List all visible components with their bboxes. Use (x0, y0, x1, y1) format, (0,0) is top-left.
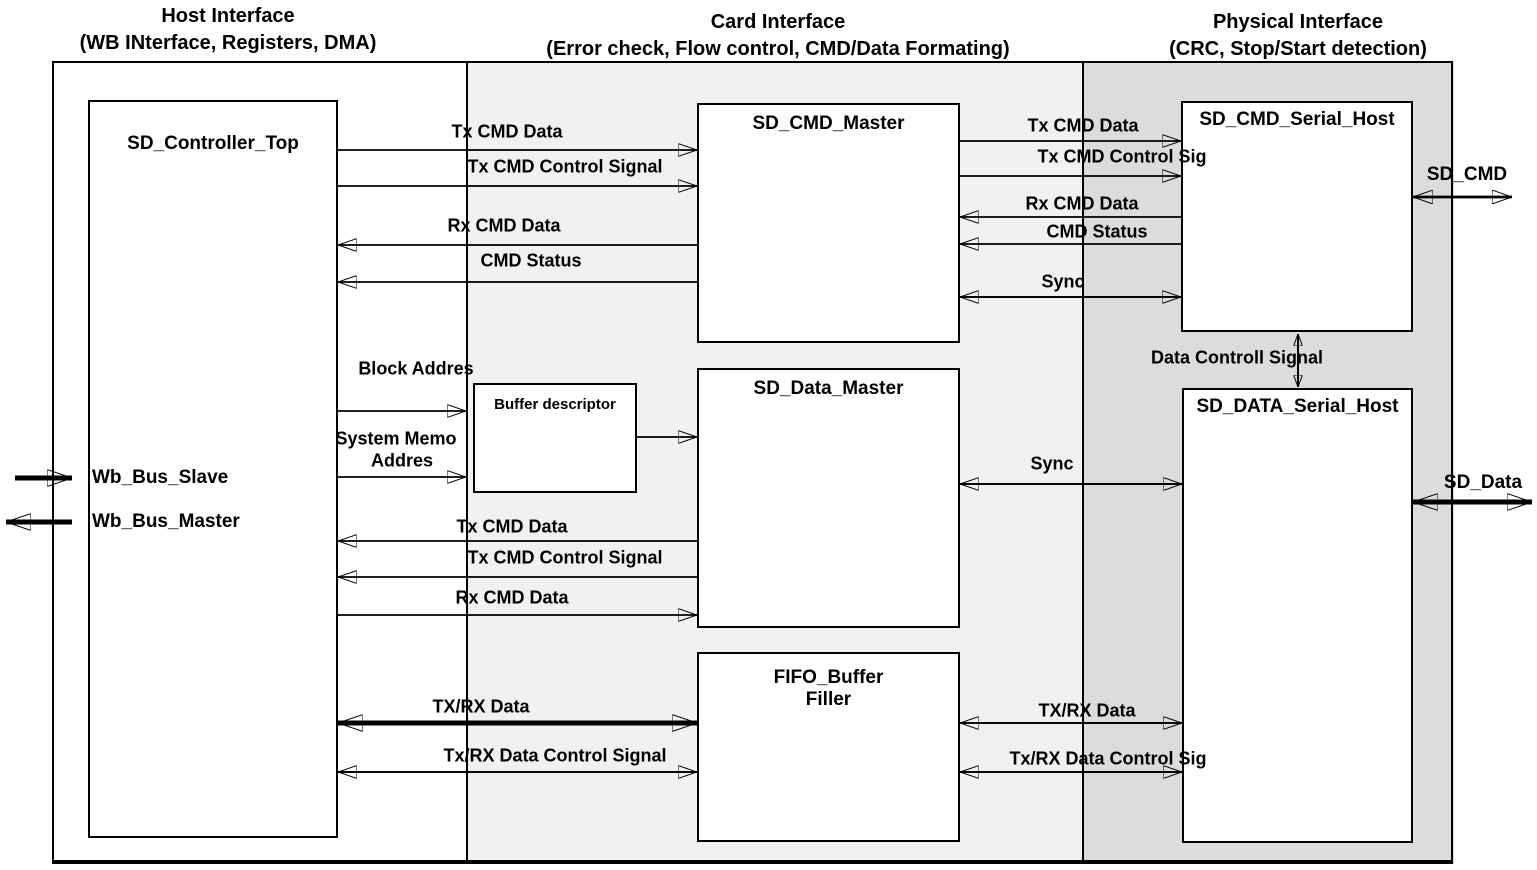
sd-controller-top-block: SD_Controller_Top (88, 100, 338, 838)
label-ctl-cmd-tx-data: Tx CMD Data (451, 121, 563, 142)
host-interface-header: Host Interface (WB INterface, Registers,… (80, 3, 377, 57)
label-system-memo: System Memo (335, 428, 457, 449)
card-interface-title: Card Interface (710, 11, 846, 33)
sd-data-serial-host-block: SD_DATA_Serial_Host (1182, 388, 1413, 843)
label-wb-bus-slave: Wb_Bus_Slave (92, 467, 229, 488)
sd-data-serial-host-title: SD_DATA_Serial_Host (1196, 396, 1399, 417)
sd-controller-top-title: SD_Controller_Top (127, 133, 299, 154)
label-fifo-ctrl-left: Tx/RX Data Control Signal (443, 745, 667, 766)
label-data-rx-data: Rx CMD Data (455, 587, 569, 608)
label-block-addres: Block Addres (358, 358, 474, 379)
sd-cmd-serial-host-title: SD_CMD_Serial_Host (1199, 109, 1395, 130)
label-cmd-sync: Sync (1041, 271, 1085, 292)
label-ctl-cmd-tx-ctrl: Tx CMD Control Signal (467, 156, 663, 177)
label-cmd-status-right: CMD Status (1046, 221, 1148, 242)
sd-cmd-serial-host-block: SD_CMD_Serial_Host (1181, 101, 1413, 332)
host-interface-subtitle: (WB INterface, Registers, DMA) (79, 32, 377, 54)
physical-interface-header: Physical Interface (CRC, Stop/Start dete… (1169, 9, 1427, 63)
sd-data-master-block: SD_Data_Master (697, 368, 960, 628)
sd-cmd-master-block: SD_CMD_Master (697, 103, 960, 343)
label-ctl-cmd-status: CMD Status (480, 250, 582, 271)
label-data-sync: Sync (1030, 453, 1074, 474)
buffer-descriptor-block: Buffer descriptor (473, 383, 637, 493)
buffer-descriptor-title: Buffer descriptor (494, 396, 616, 413)
host-interface-title: Host Interface (161, 5, 295, 27)
controller-enclosure (52, 61, 1453, 864)
sd-data-master-title: SD_Data_Master (753, 378, 904, 399)
label-sd-data-port: SD_Data (1443, 472, 1523, 493)
label-data-controll-signal: Data Controll Signal (1150, 347, 1324, 368)
card-interface-subtitle: (Error check, Flow control, CMD/Data For… (546, 38, 1010, 60)
label-fifo-ctrl-right: Tx/RX Data Control Sig (1009, 748, 1207, 769)
label-data-tx-ctrl: Tx CMD Control Signal (467, 547, 663, 568)
label-system-memo-addres: Addres (370, 450, 434, 471)
label-fifo-txrx-left: TX/RX Data (432, 696, 530, 717)
physical-interface-subtitle: (CRC, Stop/Start detection) (1169, 38, 1427, 60)
label-data-tx-data: Tx CMD Data (456, 516, 568, 537)
sd-cmd-master-title: SD_CMD_Master (752, 113, 905, 134)
physical-interface-title: Physical Interface (1212, 11, 1384, 33)
card-interface-header: Card Interface (Error check, Flow contro… (546, 9, 1009, 63)
label-fifo-txrx-right: TX/RX Data (1038, 700, 1136, 721)
label-sd-cmd-port: SD_CMD (1426, 164, 1508, 185)
fifo-buffer-title-line1: FIFO_Buffer (773, 667, 884, 688)
fifo-buffer-filler-block: FIFO_Buffer Filler (697, 652, 960, 842)
label-cmd-tx-ctrl-right: Tx CMD Control Sig (1037, 146, 1207, 167)
label-wb-bus-master: Wb_Bus_Master (92, 511, 240, 532)
label-cmd-rx-data-right: Rx CMD Data (1025, 193, 1139, 214)
label-cmd-tx-data-right: Tx CMD Data (1027, 115, 1139, 136)
label-ctl-cmd-rx-data: Rx CMD Data (447, 215, 561, 236)
fifo-buffer-title-line2: Filler (805, 689, 852, 710)
